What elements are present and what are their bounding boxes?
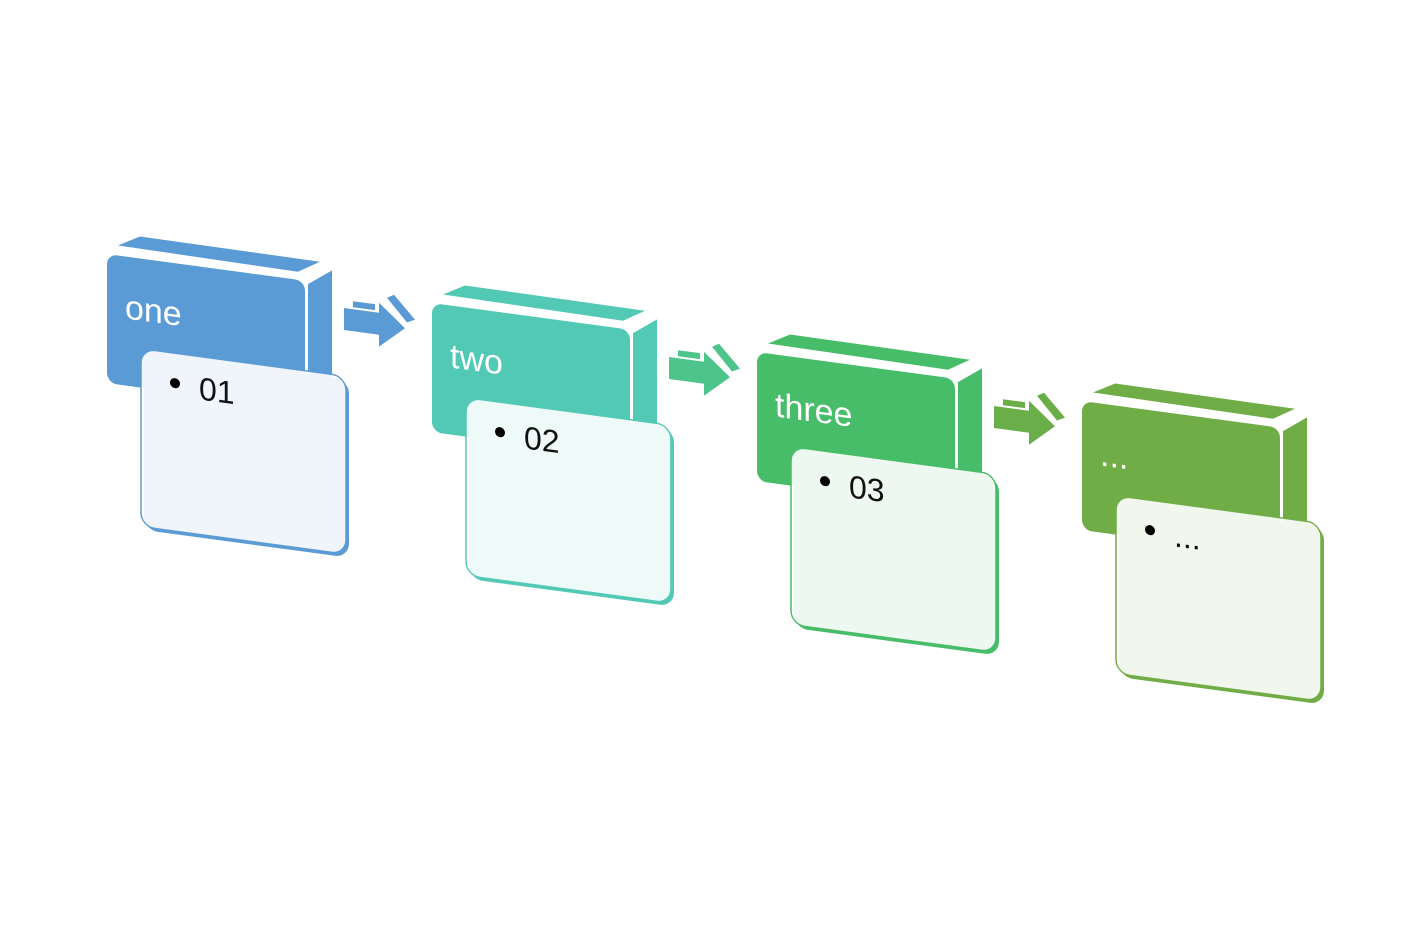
- step-2: two 02: [432, 285, 740, 605]
- card-item: 03: [849, 469, 885, 510]
- bullet-icon: [495, 427, 505, 438]
- card-item: ...: [1174, 518, 1201, 557]
- arrow-right-icon: [344, 302, 405, 347]
- step-label: one: [125, 289, 182, 334]
- bullet-icon: [820, 476, 830, 487]
- step-4: ......: [1082, 383, 1324, 703]
- bullet-icon: [170, 378, 180, 389]
- box-top-face: [118, 236, 320, 272]
- arrow-accent: [387, 294, 415, 323]
- box-top-face: [443, 285, 645, 321]
- step-label: ...: [1100, 436, 1128, 478]
- card: [1115, 496, 1322, 701]
- card: [790, 447, 997, 652]
- arrow-accent: [1003, 399, 1025, 409]
- arrow-accent: [678, 350, 700, 360]
- card-item: 02: [524, 420, 560, 461]
- step-label: two: [450, 338, 503, 383]
- card-item: 01: [199, 371, 235, 412]
- arrow-right-icon: [994, 400, 1055, 445]
- card: [465, 398, 672, 603]
- box-top-face: [1093, 383, 1295, 419]
- bullet-icon: [1145, 525, 1155, 536]
- card: [140, 349, 347, 554]
- arrow-accent: [1037, 392, 1065, 421]
- arrow-accent: [353, 301, 375, 311]
- step-1: one 01: [107, 236, 415, 556]
- arrow-right-icon: [669, 351, 730, 396]
- box-top-face: [768, 334, 970, 370]
- arrow-accent: [712, 343, 740, 372]
